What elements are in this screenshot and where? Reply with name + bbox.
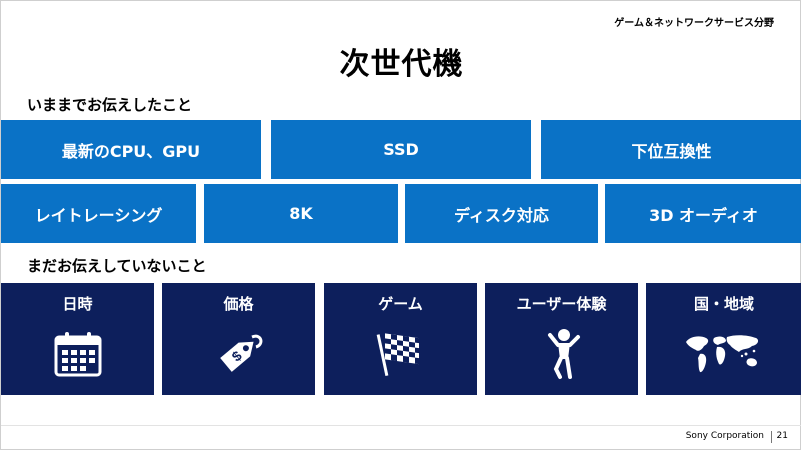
tile-games-label: ゲーム <box>378 295 423 313</box>
tile-ray-tracing-label: レイトレーシング <box>34 205 163 225</box>
tile-8k: 8K <box>204 184 398 243</box>
tile-3d-audio: 3D オーディオ <box>605 184 801 243</box>
tile-ssd: SSD <box>271 120 531 179</box>
slide-title: 次世代機 <box>339 47 464 82</box>
tile-ssd-label: SSD <box>383 140 419 159</box>
tile-cpu-gpu: 最新のCPU、GPU <box>1 120 261 179</box>
tile-date-label: 日時 <box>62 295 93 313</box>
not-shared-section-label: まだお伝えしていないこと <box>27 257 207 275</box>
tile-disc: ディスク対応 <box>405 184 598 243</box>
tile-8k-label: 8K <box>289 204 313 223</box>
world-map-icon <box>684 326 764 382</box>
tile-price-label: 価格 <box>223 295 254 313</box>
department-label: ゲーム＆ネットワークサービス分野 <box>614 18 774 29</box>
tile-3d-audio-label: 3D オーディオ <box>649 205 758 225</box>
footer-separator <box>771 431 772 443</box>
tile-regions-label: 国・地域 <box>693 295 754 313</box>
cheering-person-icon <box>532 326 592 382</box>
tile-cpu-gpu-label: 最新のCPU、GPU <box>61 141 201 161</box>
tile-ray-tracing: レイトレーシング <box>1 184 196 243</box>
tile-user-experience: ユーザー体験 <box>485 283 638 395</box>
footer-company: Sony Corporation <box>685 431 764 441</box>
tile-disc-label: ディスク対応 <box>454 205 549 225</box>
footer-divider <box>1 425 801 426</box>
page-number: 21 <box>776 431 788 441</box>
tile-backward-compat: 下位互換性 <box>541 120 801 179</box>
tile-price: 価格 $ <box>162 283 315 395</box>
tile-user-experience-label: ユーザー体験 <box>516 295 607 313</box>
tile-games: ゲーム <box>324 283 477 395</box>
checkered-flag-icon <box>371 326 431 382</box>
tile-date: 日時 <box>1 283 154 395</box>
tile-regions: 国・地域 <box>646 283 801 395</box>
price-tag-icon: $ <box>209 326 269 382</box>
tile-backward-compat-label: 下位互換性 <box>631 141 712 161</box>
shared-section-label: いままでお伝えしたこと <box>27 96 193 114</box>
calendar-icon <box>48 326 108 382</box>
